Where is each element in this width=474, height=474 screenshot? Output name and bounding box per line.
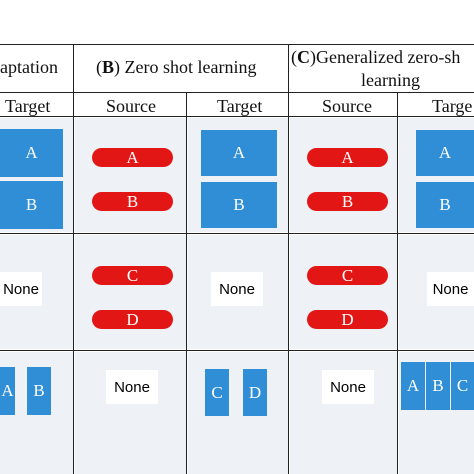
none-label-b-source: None (106, 370, 158, 404)
pill-c-source-C: C (307, 266, 388, 285)
grid-line-col-b (288, 44, 289, 474)
box-c-target-B: B (416, 182, 474, 228)
header-c-letter: C (297, 47, 310, 67)
cell-b-target-row3 (188, 352, 288, 474)
subheader-c-source: Source (322, 96, 372, 116)
subheader-a-target: Target (5, 96, 51, 116)
cell-b-source-row1 (75, 118, 186, 232)
grid-line-header (0, 92, 474, 93)
subheader-b-source: Source (106, 96, 156, 116)
grid-line-top (0, 44, 474, 45)
box-c-target-A: A (416, 130, 474, 176)
box-c-target-C-small: C (451, 362, 474, 410)
grid-line-col-a (73, 44, 74, 474)
pill-b-source-D: D (92, 310, 173, 329)
header-b-letter: B (102, 57, 115, 77)
box-b-target-A: A (201, 130, 277, 176)
cell-b-source-row2 (75, 235, 186, 349)
box-a-target-B-small: B (27, 367, 51, 415)
cell-c-source-row1 (290, 118, 397, 232)
box-b-target-D: D (243, 369, 267, 416)
grid-line-col-b-mid (186, 92, 187, 474)
pill-b-source-C: C (92, 266, 173, 285)
header-c-title: (C)Generalized zero-sh (291, 47, 461, 67)
none-label-b-target: None (211, 272, 263, 306)
subheader-b-target: Target (217, 96, 263, 116)
header-c-title-line2: learning (361, 70, 420, 90)
none-label-c-target: None (427, 272, 474, 306)
cell-c-source-row2 (290, 235, 397, 349)
header-c-text: Generalized zero-sh (316, 47, 461, 67)
grid-line-col-c-mid (397, 92, 398, 474)
header-b-text: Zero shot learning (124, 57, 257, 77)
box-c-target-B-small: B (426, 362, 450, 410)
grid-line-subheader (0, 116, 474, 117)
subheader-c-target: Targe (432, 96, 473, 116)
grid-line-row2 (0, 350, 474, 351)
pill-c-source-A: A (307, 148, 388, 167)
box-a-target-B: B (0, 181, 63, 229)
box-a-target-A: A (0, 129, 63, 177)
box-a-target-A-small: A (0, 367, 15, 415)
none-label-c-source: None (322, 370, 374, 404)
grid-line-row1 (0, 233, 474, 234)
pill-c-source-B: B (307, 192, 388, 211)
header-b-title: (B) Zero shot learning (96, 57, 257, 77)
pill-c-source-D: D (307, 310, 388, 329)
box-c-target-A-small: A (401, 362, 425, 410)
pill-b-source-B: B (92, 192, 173, 211)
none-label-a-target: None (0, 272, 42, 306)
box-b-target-C: C (205, 369, 229, 416)
pill-b-source-A: A (92, 148, 173, 167)
header-a-title: aptation (0, 57, 58, 77)
box-b-target-B: B (201, 182, 277, 228)
